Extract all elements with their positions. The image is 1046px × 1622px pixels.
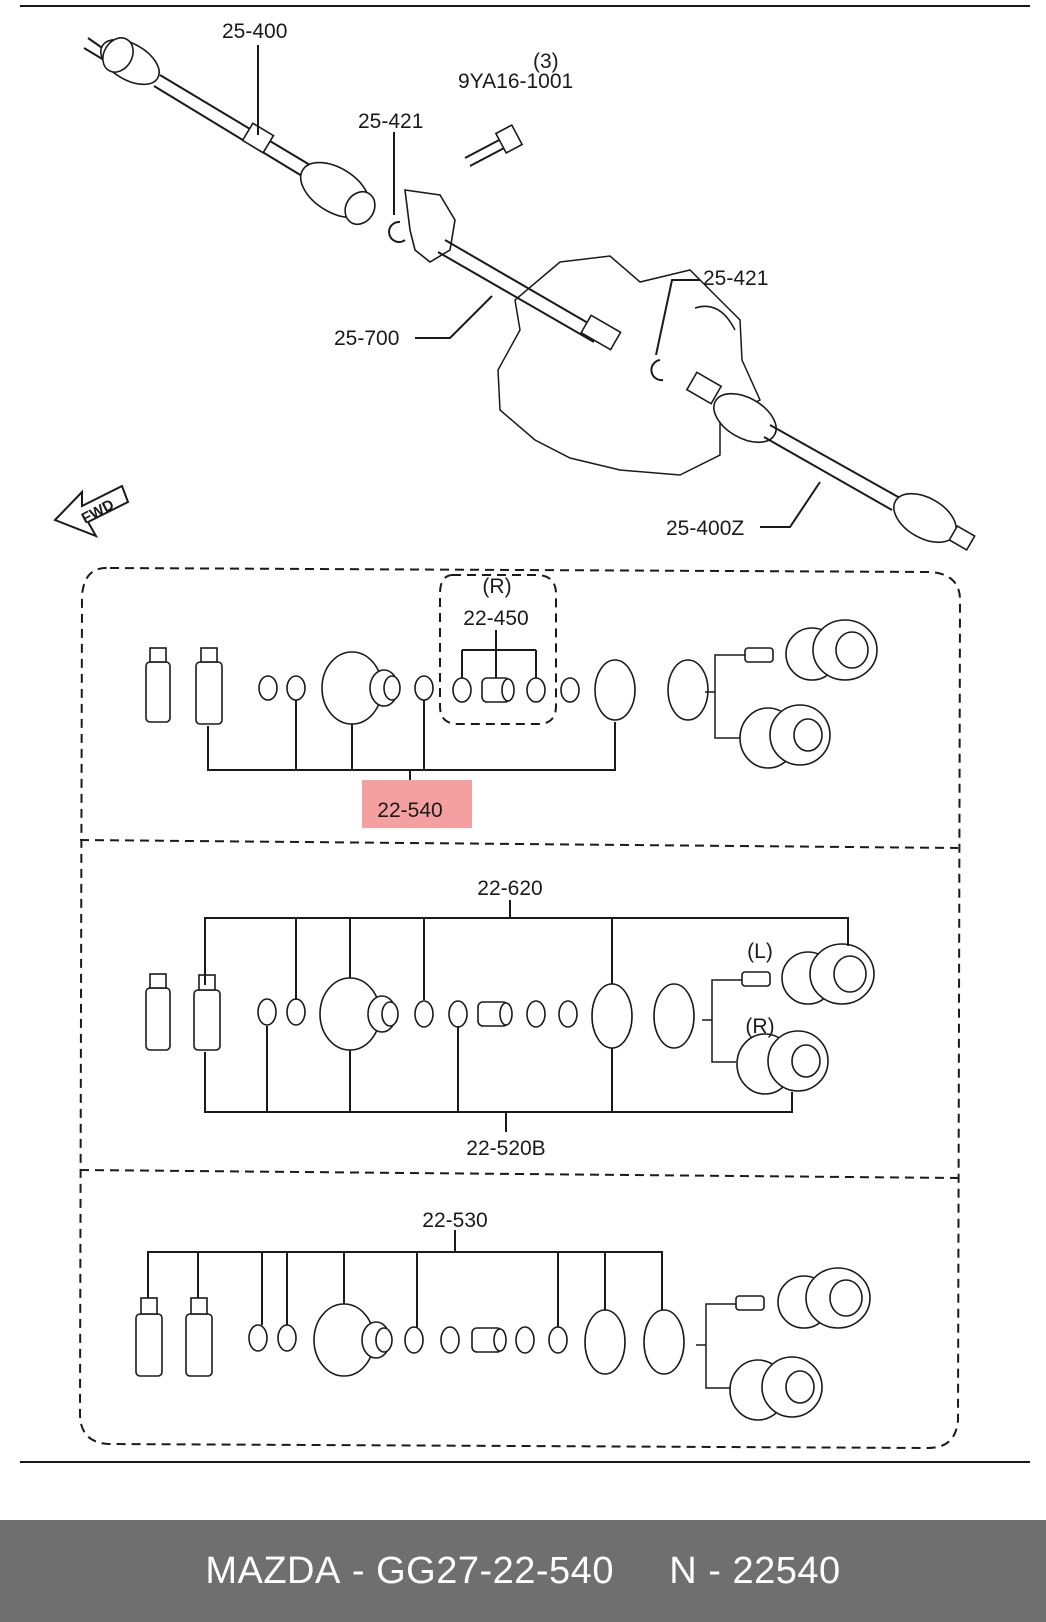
fwd-arrow bbox=[53, 484, 130, 538]
label-r-top: (R) bbox=[482, 575, 511, 598]
footer-code-prefix: N bbox=[669, 1549, 698, 1592]
label-22-520b: 22-520B bbox=[466, 1137, 545, 1160]
label-fwd: FWD bbox=[79, 496, 117, 527]
label-22-540: 22-540 bbox=[377, 799, 442, 822]
circlip-left bbox=[388, 220, 406, 243]
right-drive-shaft bbox=[685, 371, 976, 552]
intermediate-shaft bbox=[437, 239, 622, 351]
circlip-right bbox=[650, 359, 664, 382]
label-22-450: 22-450 bbox=[463, 607, 528, 630]
left-drive-shaft bbox=[83, 37, 376, 226]
label-22-620: 22-620 bbox=[477, 877, 542, 900]
label-9ya16-1001: 9YA16-1001 bbox=[458, 70, 573, 93]
label-25-421-b: 25-421 bbox=[703, 267, 768, 290]
bearing-bracket bbox=[404, 189, 456, 263]
parts-diagram: 25-400 (3) 9YA16-1001 25-421 25-421 25-7… bbox=[20, 5, 1030, 1463]
footer-gap bbox=[614, 1550, 669, 1593]
footer-separator-2: - bbox=[697, 1549, 733, 1592]
label-25-700: 25-700 bbox=[334, 327, 399, 350]
label-25-421-a: 25-421 bbox=[358, 110, 423, 133]
footer-brand: MAZDA bbox=[205, 1549, 341, 1592]
footer-separator-1: - bbox=[340, 1549, 377, 1592]
leader-25-421-b bbox=[655, 279, 700, 356]
transmission-outline bbox=[497, 255, 761, 476]
bolt bbox=[464, 123, 524, 167]
label-22-530: 22-530 bbox=[422, 1209, 487, 1232]
label-25-400z: 25-400Z bbox=[666, 517, 744, 540]
label-25-400: 25-400 bbox=[222, 20, 287, 43]
label-9ya16-qty: (3) bbox=[533, 50, 559, 73]
leader-25-700 bbox=[415, 295, 493, 339]
section-22-530 bbox=[135, 1230, 871, 1421]
kit-boundary bbox=[78, 566, 962, 1450]
part-number-footer: MAZDA - GG27-22-540 N - 22540 bbox=[0, 1520, 1046, 1622]
section-divider-1 bbox=[79, 839, 959, 849]
section-22-540 bbox=[145, 574, 878, 795]
section-divider-2 bbox=[79, 1169, 959, 1179]
footer-code: 22540 bbox=[732, 1549, 841, 1592]
label-l-mid: (L) bbox=[747, 940, 773, 963]
section-22-620 bbox=[145, 900, 875, 1132]
highlight-22-540 bbox=[362, 780, 472, 828]
label-r-mid: (R) bbox=[745, 1015, 774, 1038]
footer-part-number: GG27-22-540 bbox=[376, 1549, 614, 1592]
leader-25-400z bbox=[760, 481, 821, 528]
